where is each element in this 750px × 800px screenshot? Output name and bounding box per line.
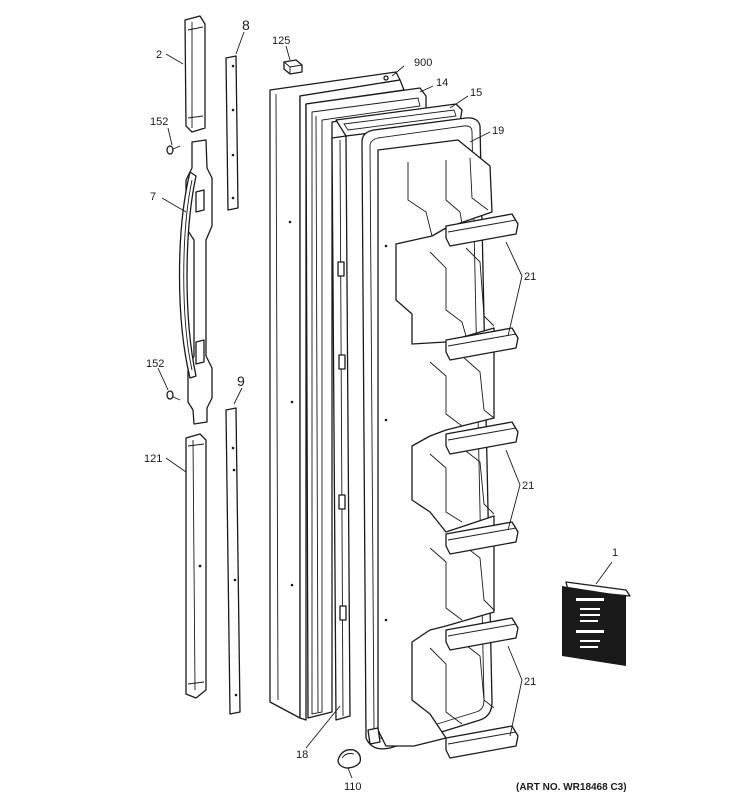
part-900-door-panel — [269, 71, 405, 721]
part-152-screw-lower — [166, 390, 181, 401]
part-125-plug — [283, 59, 303, 75]
callout-110: 110 — [344, 781, 362, 793]
callout-19: 19 — [492, 125, 504, 137]
callout-labels: 2 8 152 7 9 152 121 125 900 14 15 19 21 … — [144, 17, 627, 793]
callout-14: 14 — [436, 77, 448, 89]
art-number: (ART NO. WR18468 C3) — [516, 782, 627, 793]
part-110-cam — [337, 749, 362, 769]
callout-152-upper: 152 — [150, 116, 168, 128]
part-8-trim-strip-upper — [225, 55, 239, 211]
part-2-handle-cap-top — [184, 15, 206, 133]
callout-9: 9 — [237, 373, 245, 389]
callout-21-lower: 21 — [524, 676, 536, 688]
callout-7: 7 — [150, 191, 156, 203]
part-7-handle — [178, 139, 213, 425]
part-18-gasket-strip — [331, 135, 351, 721]
part-21-retainer-4 — [445, 521, 519, 555]
part-19-door-bin-panel — [361, 117, 495, 750]
part-15-gasket-top — [335, 103, 463, 137]
callout-15: 15 — [470, 87, 482, 99]
part-121-handle-cap-lower — [185, 433, 207, 699]
part-21-retainer-1 — [445, 213, 519, 247]
callout-1: 1 — [612, 547, 618, 559]
part-152-screw-upper — [166, 145, 181, 155]
callout-8: 8 — [242, 17, 250, 33]
callout-121: 121 — [144, 453, 162, 465]
part-21-retainer-5 — [445, 617, 519, 651]
part-9-trim-strip-lower — [225, 407, 241, 715]
callout-152-lower: 152 — [146, 358, 164, 370]
part-21-retainer-6 — [445, 725, 519, 759]
callout-900: 900 — [414, 57, 432, 69]
leader-lines — [157, 31, 613, 779]
callout-21-middle: 21 — [522, 480, 534, 492]
callout-18: 18 — [296, 749, 308, 761]
part-21-retainer-3 — [445, 421, 519, 455]
callout-2: 2 — [156, 49, 162, 61]
callout-125: 125 — [272, 35, 290, 47]
callout-21-upper: 21 — [524, 271, 536, 283]
part-21-retainer-2 — [445, 327, 519, 361]
part-1-owners-manual — [562, 581, 631, 666]
